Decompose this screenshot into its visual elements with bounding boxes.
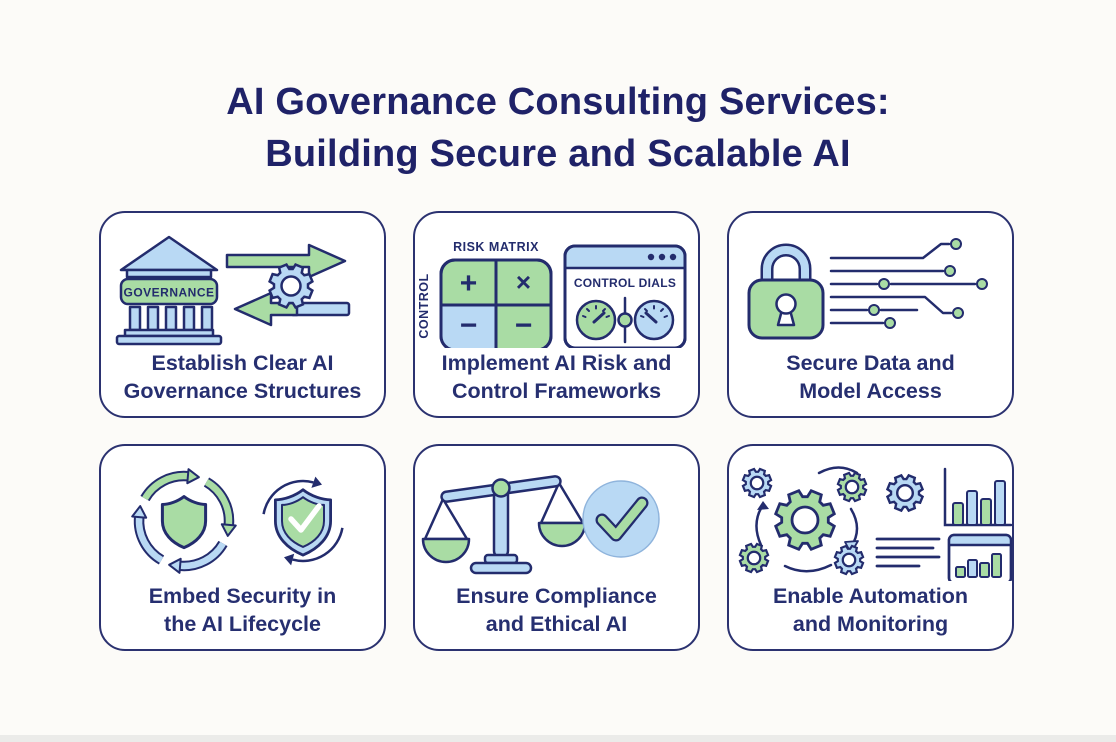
exchange-arrows-icon [225,243,351,327]
card-label-line-2: Control Frameworks [451,379,662,403]
card-label-line-2: Model Access [799,379,942,403]
control-axis-label: CONTROL [417,273,431,338]
card-label-line-2: the AI Lifecycle [164,612,321,636]
minus-symbol-left: − [460,309,478,342]
shield-cycle-icon [132,469,236,573]
title-line-2: Building Secure and Scalable AI [265,133,851,175]
circuit-traces-icon [829,238,988,329]
bottom-edge [0,735,1116,742]
card-label: Implement AI Risk and Control Frameworks [442,349,672,405]
multiply-symbol: × [516,267,531,297]
bank-building-icon [115,235,223,346]
card-label: Embed Security in the AI Lifecycle [149,582,337,638]
risk-matrix-title: RISK MATRIX [453,240,539,254]
slider-icon [617,296,633,344]
card-label-line-1: Secure Data and [786,351,955,375]
card-establish-governance: GOVERNANCE Establish Clear AI Governance… [99,211,386,418]
gauge-icon-right [633,299,675,341]
cards-grid: GOVERNANCE Establish Clear AI Governance… [99,211,1014,651]
risk-matrix-control-dials-icon: RISK MATRIX CONTROL + × − − [417,240,687,348]
chart-window-icon [947,533,1013,581]
risk-matrix-icon: + × − − [439,258,553,348]
card-secure-data-access: Secure Data and Model Access [727,211,1014,418]
card-label: Secure Data and Model Access [786,349,954,405]
small-gear-icon [834,545,864,575]
text-lines-icon [875,537,941,568]
card-label-line-1: Ensure Compliance [456,584,657,608]
card-label-line-2: and Monitoring [792,612,949,636]
shield-lifecycle-icon [99,457,344,581]
page-title: AI Governance Consulting Services: Build… [0,76,1116,180]
check-icon [288,503,322,533]
card-risk-control-frameworks: RISK MATRIX CONTROL + × − − [413,211,700,418]
bar-chart-icon [943,467,1013,527]
scales-check-icon [421,475,660,575]
small-gear-icon [739,543,769,573]
card-label: Enable Automation and Monitoring [773,582,968,638]
card-label-line-2: and Ethical AI [485,612,628,636]
justice-scales-icon [421,475,587,575]
card-label-line-1: Enable Automation [772,584,969,608]
control-dials-title: CONTROL DIALS [574,276,676,290]
padlock-icon [747,243,825,340]
small-gear-icon [742,468,772,498]
gear-icon [886,474,924,512]
card-label-line-1: Embed Security in [148,584,337,608]
control-dials-window: CONTROL DIALS [563,244,687,348]
large-gear-icon [774,489,836,551]
plus-symbol: + [460,267,478,300]
card-embed-security-lifecycle: Embed Security in the AI Lifecycle [99,444,386,651]
gear-icon [268,263,314,309]
small-gear-icon [837,472,867,502]
card-label: Ensure Compliance and Ethical AI [456,582,657,638]
title-line-1: AI Governance Consulting Services: [226,81,890,123]
gauge-icon-left [575,299,617,341]
card-label-line-1: Establish Clear AI [151,351,334,375]
window-dots-icon [647,253,677,261]
card-enable-automation: Enable Automation and Monitoring [727,444,1014,651]
padlock-circuit-icon [747,238,988,340]
governance-banner-label: GOVERNANCE [123,286,214,300]
card-label-line-1: Implement AI Risk and [441,351,672,375]
card-label: Establish Clear AI Governance Structures [124,349,362,405]
monitoring-dashboard-icon [875,467,1013,581]
governance-building-exchange-icon: GOVERNANCE [115,235,351,346]
automation-monitoring-icon [739,466,1013,581]
gears-cycle-icon [739,466,867,575]
shield-check-cycle-icon [262,476,344,566]
card-ensure-compliance: Ensure Compliance and Ethical AI [413,444,700,651]
minus-symbol-right: − [515,309,533,342]
check-circle-icon [582,480,660,558]
card-label-line-2: Governance Structures [123,379,362,403]
